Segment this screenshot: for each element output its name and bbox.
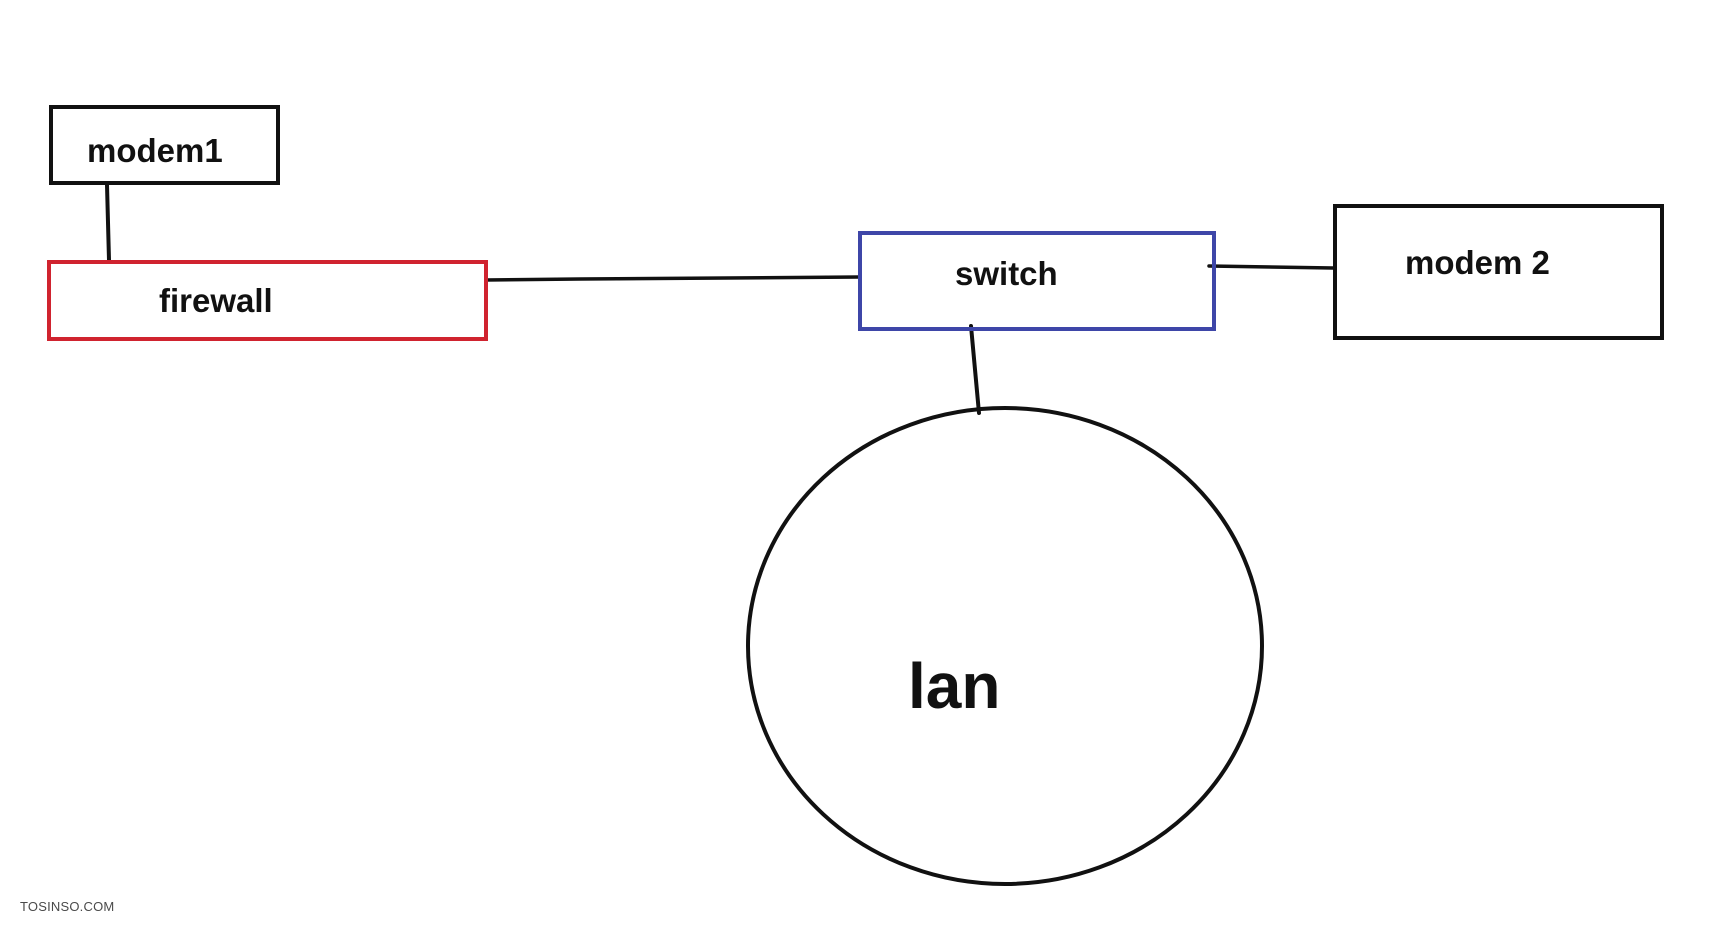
firewall-box <box>47 260 488 341</box>
connector-switch-modem2 <box>1207 264 1335 270</box>
modem2-box <box>1333 204 1664 340</box>
modem1-label: modem1 <box>87 132 223 169</box>
lan-label: lan <box>908 650 1000 722</box>
modem2-label: modem 2 <box>1405 244 1550 281</box>
switch-label: switch <box>955 255 1058 292</box>
modem1-box <box>49 105 280 185</box>
switch-box <box>858 231 1216 331</box>
connector-switch-lan <box>969 324 981 415</box>
firewall-label: firewall <box>159 282 273 319</box>
watermark: TOSINSO.COM <box>20 899 115 914</box>
lan-ellipse <box>746 406 1264 886</box>
connector-modem1-firewall <box>105 183 111 262</box>
connector-firewall-switch <box>484 275 862 282</box>
